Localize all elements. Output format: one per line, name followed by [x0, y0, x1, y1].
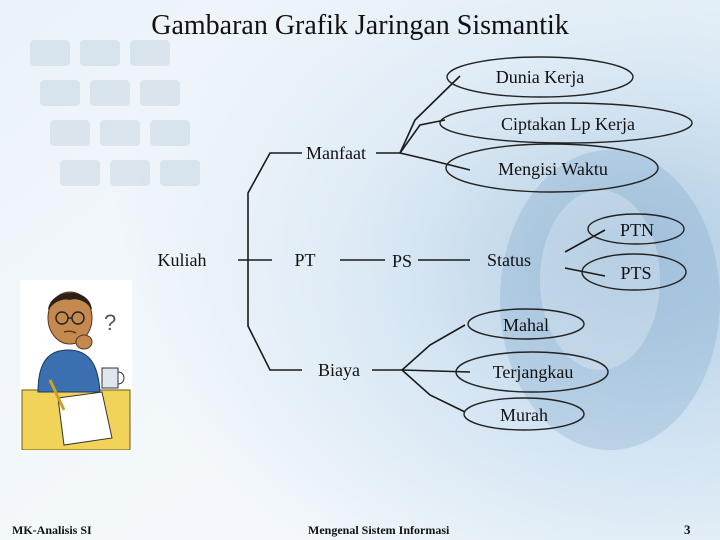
label-mengisi-waktu: Mengisi Waktu [498, 159, 608, 179]
node-murah [463, 397, 585, 431]
node-ciptakan-lp-kerja [439, 102, 693, 144]
label-kuliah: Kuliah [158, 250, 207, 270]
label-mahal: Mahal [503, 315, 549, 335]
label-murah: Murah [500, 405, 548, 425]
label-status: Status [487, 250, 531, 270]
label-biaya: Biaya [318, 360, 360, 380]
footer-topic-label: Mengenal Sistem Informasi [308, 523, 450, 537]
label-ptn: PTN [620, 220, 654, 240]
node-dunia-kerja [446, 56, 634, 98]
connector-lines [238, 75, 606, 413]
node-terjangkau [455, 351, 609, 393]
label-ciptakan-lp-kerja: Ciptakan Lp Kerja [501, 114, 635, 134]
node-mahal [467, 308, 585, 340]
label-manfaat: Manfaat [306, 143, 366, 163]
node-mengisi-waktu [445, 143, 659, 193]
node-pts [581, 253, 687, 291]
page-number: 3 [684, 522, 691, 537]
label-dunia-kerja: Dunia Kerja [496, 67, 584, 87]
label-terjangkau: Terjangkau [493, 362, 574, 382]
label-pts: PTS [620, 263, 651, 283]
node-ptn [587, 213, 685, 245]
svg-text:?: ? [104, 310, 116, 335]
thinking-student-clipart: ? [20, 280, 132, 450]
footer-course-label: MK-Analisis SI [12, 523, 92, 537]
label-ps: PS [392, 251, 412, 271]
label-pt: PT [294, 250, 315, 270]
slide-title: Gambaran Grafik Jaringan Sismantik [151, 10, 569, 41]
